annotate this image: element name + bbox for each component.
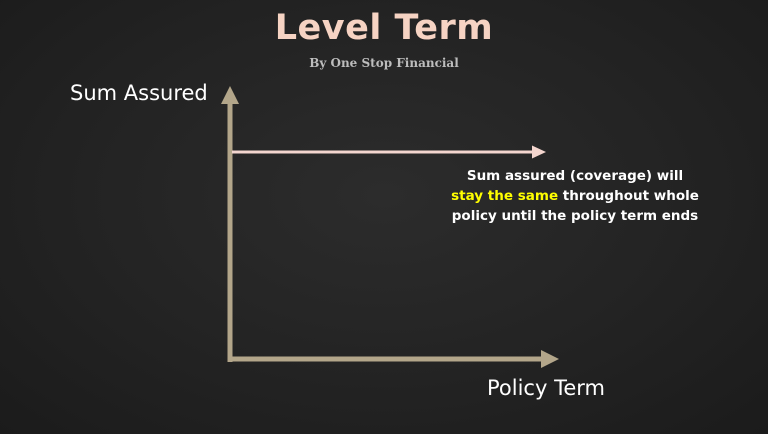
page-title: Level Term (274, 8, 494, 48)
level-line-arrow-icon (532, 145, 546, 159)
page-subtitle: By One Stop Financial (309, 56, 459, 70)
note-line-3: policy until the policy term ends (451, 208, 699, 224)
x-axis-label: Policy Term (487, 376, 605, 400)
explanation-note: Sum assured (coverage) will stay the sam… (420, 166, 730, 226)
y-axis-label: Sum Assured (70, 81, 208, 105)
arrow-up-icon (221, 86, 239, 104)
note-highlight: stay the same (451, 188, 559, 204)
note-line-2: throughout whole (558, 188, 699, 204)
note-line-1: Sum assured (coverage) will (466, 168, 684, 184)
arrow-right-icon (541, 350, 559, 368)
